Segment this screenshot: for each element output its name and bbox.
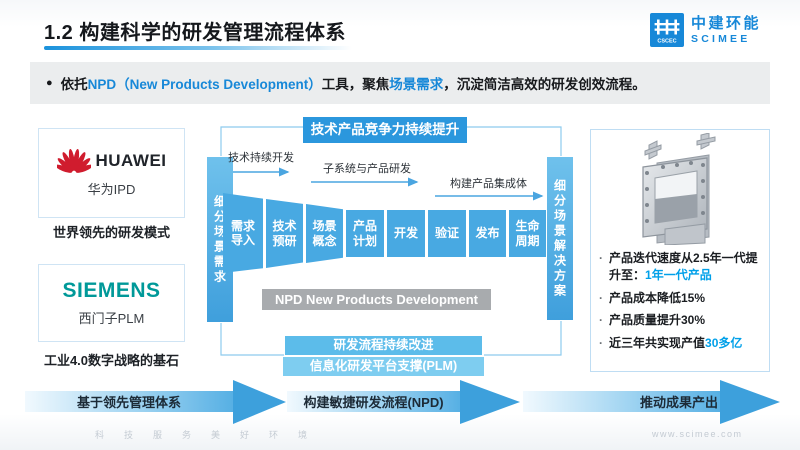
diagram-top-banner: 技术产品竞争力持续提升 bbox=[303, 117, 467, 143]
intro-seg-3: 工具，聚焦 bbox=[321, 77, 390, 92]
result-text: 产品迭代速度从2.5年一代提升至： bbox=[609, 251, 758, 283]
siemens-caption: 工业4.0数字战略的基石 bbox=[43, 353, 180, 368]
result-text: 产品质量提升30% bbox=[609, 313, 706, 328]
flow-label-tech: 技术持续开发 bbox=[228, 152, 294, 164]
bullet-dot-icon: · bbox=[599, 335, 603, 350]
stage-lifecycle: 生命周期 bbox=[509, 210, 546, 257]
bullet-dot-icon: · bbox=[599, 313, 603, 328]
stage-product-plan: 产品计划 bbox=[346, 210, 384, 257]
flow-label-subsystem: 子系统与产品研发 bbox=[323, 163, 411, 175]
huawei-brand: HUAWEI bbox=[95, 151, 167, 170]
npd-label-bar: NPD New Products Development bbox=[262, 289, 491, 310]
footer-website: www.scimee.com bbox=[652, 429, 743, 439]
result-item-output: · 近三年共实现产值30多亿 bbox=[599, 335, 761, 352]
result-text: 近三年共实现产值 bbox=[609, 335, 706, 350]
page-title: 1.2 构建科学的研发管理流程体系 bbox=[44, 22, 346, 44]
huawei-card: HUAWEI 华为IPD bbox=[38, 128, 185, 218]
intro-seg-5: ，沉淀简洁高效的研发创效流程。 bbox=[443, 77, 646, 92]
arrow-head-icon bbox=[233, 380, 286, 424]
result-highlight: 1年一代产品 bbox=[645, 268, 712, 283]
cscec-logo-icon: CSCEC bbox=[650, 13, 684, 47]
stage-tech-research: 技术预研 bbox=[266, 199, 303, 268]
intro-seg-scene: 场景需求 bbox=[389, 77, 444, 92]
results-card: · 产品迭代速度从2.5年一代提升至：1年一代产品 · 产品成本降低15% · … bbox=[590, 129, 770, 372]
stage-demand-import: 需求导入 bbox=[223, 193, 263, 273]
bottom-arrow-management: 基于领先管理体系 bbox=[25, 391, 233, 412]
result-text: 产品成本降低15% bbox=[609, 290, 706, 305]
siemens-plm-label: 西门子PLM bbox=[78, 311, 145, 326]
stage-scene-concept: 场景概念 bbox=[306, 204, 343, 263]
result-item-iteration: · 产品迭代速度从2.5年一代提升至：1年一代产品 bbox=[599, 250, 761, 285]
intro-seg-1: 依托 bbox=[60, 77, 88, 92]
bullet-dot-icon: ● bbox=[46, 77, 53, 89]
arrow-head-icon bbox=[460, 380, 520, 424]
plm-platform-bar: 信息化研发平台支撑(PLM) bbox=[283, 357, 484, 376]
diagram-connector-lines bbox=[220, 126, 562, 356]
intro-statement: ● 依托NPD（New Products Development）工具，聚焦场景… bbox=[30, 62, 770, 104]
footer-slogan: 科技服务美好环境 bbox=[95, 430, 328, 440]
stage-develop: 开发 bbox=[387, 210, 425, 257]
intro-seg-npd: NPD（New Products Development） bbox=[87, 77, 322, 92]
title-underline bbox=[44, 46, 352, 50]
arrow-head-icon bbox=[720, 380, 780, 424]
logo-name-cn: 中建环能 bbox=[691, 15, 762, 33]
intro-text: 依托NPD（New Products Development）工具，聚焦场景需求… bbox=[61, 73, 646, 93]
flow-label-integration: 构建产品集成体 bbox=[450, 178, 527, 190]
stage-verify: 验证 bbox=[428, 210, 466, 257]
huawei-caption: 世界领先的研发模式 bbox=[52, 225, 170, 240]
product-photo bbox=[591, 130, 769, 248]
result-item-quality: · 产品质量提升30% bbox=[599, 312, 761, 329]
stage-release: 发布 bbox=[469, 210, 506, 257]
logo-name-en: SCIMEE bbox=[691, 32, 751, 45]
bottom-arrow-results: 推动成果产出 bbox=[523, 391, 720, 412]
cscec-logo-text: CSCEC bbox=[657, 39, 676, 45]
process-improve-bar: 研发流程持续改进 bbox=[285, 336, 482, 355]
huawei-ipd-label: 华为IPD bbox=[87, 182, 136, 197]
result-item-cost: · 产品成本降低15% bbox=[599, 290, 761, 307]
bottom-arrow-npd-process: 构建敏捷研发流程(NPD) bbox=[287, 391, 460, 412]
company-logo: CSCEC 中建环能 SCIMEE bbox=[650, 13, 761, 47]
result-bullet-list: · 产品迭代速度从2.5年一代提升至：1年一代产品 · 产品成本降低15% · … bbox=[591, 248, 769, 352]
huawei-flower-icon bbox=[56, 148, 91, 173]
result-highlight: 30多亿 bbox=[705, 335, 743, 350]
bullet-dot-icon: · bbox=[599, 290, 603, 305]
bullet-dot-icon: · bbox=[599, 251, 603, 265]
siemens-brand: SIEMENS bbox=[62, 279, 161, 302]
siemens-card: SIEMENS 西门子PLM bbox=[38, 264, 185, 342]
segment-solution-bar: 细分场景解决方案 bbox=[547, 157, 573, 320]
